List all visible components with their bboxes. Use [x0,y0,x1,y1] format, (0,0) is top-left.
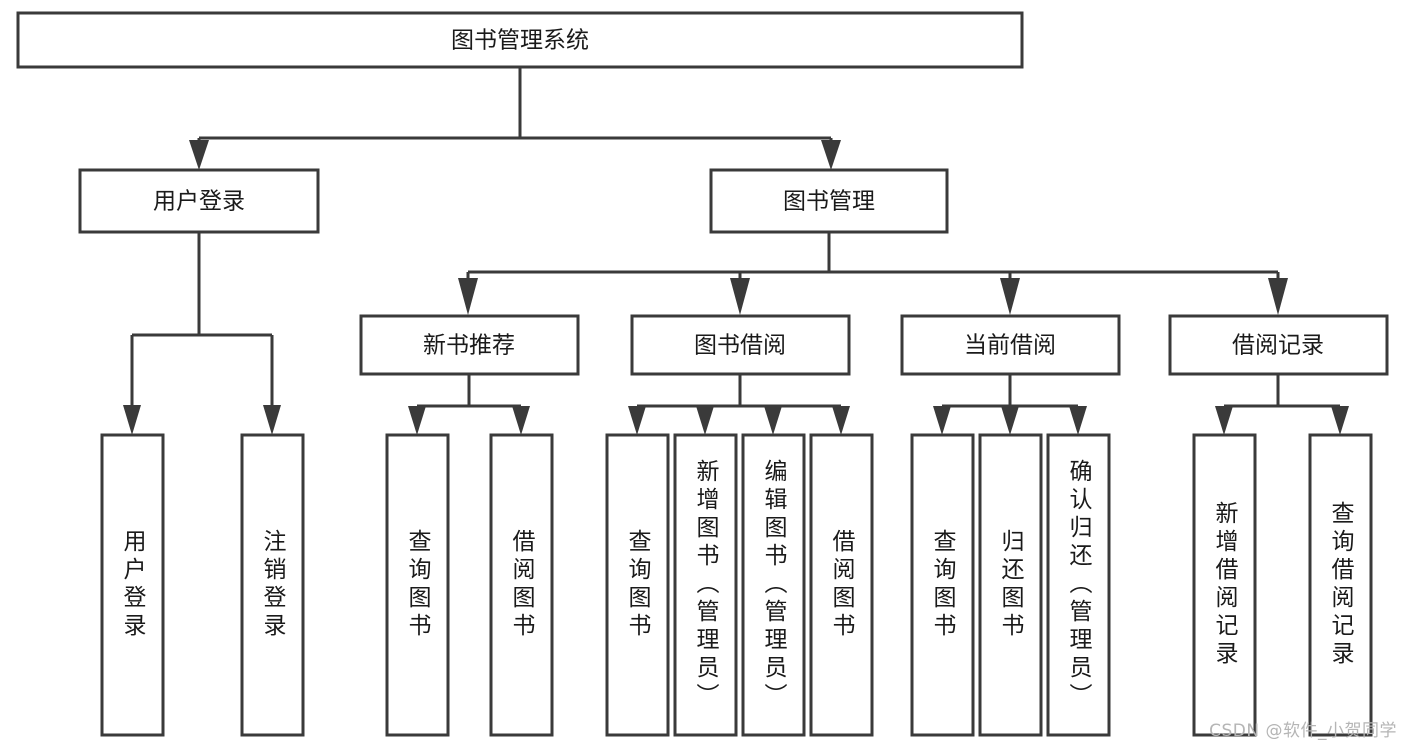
node-user-login[interactable]: 用户登录 [78,168,320,234]
arrow-head-icon [1001,406,1019,435]
arrow-head-icon [821,140,841,170]
arrow-head-icon [458,278,478,315]
leaf-node-label: 新增借阅记录 [1211,501,1239,669]
arrow-head-icon [1331,406,1349,435]
connector-current-borrow-to-leaves [933,374,1087,435]
node-book-management[interactable]: 图书管理 [709,168,949,234]
connector-new-book-recommend-to-leaves [408,374,530,435]
leaf-node-box [673,433,738,737]
node-new-book-recommend[interactable]: 新书推荐 [359,314,580,376]
level2-node-label: 用户登录 [153,189,245,215]
leaf-node-query-book-current[interactable]: 查询图书 [910,433,975,737]
connector-book-borrow-to-leaves [628,374,850,435]
root-node-box [16,11,1024,69]
level3-node-box [359,314,580,376]
leaf-node-box [741,433,806,737]
leaf-node-label: 查询借阅记录 [1327,501,1355,669]
arrow-head-icon [730,278,750,315]
connector-borrow-record-to-leaves [1215,374,1349,435]
arrow-head-icon [696,406,714,435]
node-book-borrow[interactable]: 图书借阅 [630,314,851,376]
leaf-node-box [978,433,1043,737]
leaf-node-add-borrow-record[interactable]: 新增借阅记录 [1192,433,1257,737]
leaf-node-edit-book-admin[interactable]: 编辑图书（管理员） [741,433,806,737]
level3-node-label: 图书借阅 [694,333,786,359]
arrow-head-icon [933,406,951,435]
connector-root-to-level2 [189,67,841,170]
level3-node-box [1168,314,1389,376]
leaf-node-label: 用户登录 [119,529,147,641]
leaf-node-label: 借阅图书 [828,529,856,641]
level2-node-box [709,168,949,234]
leaf-node-label: 查询图书 [624,529,652,641]
connector-book-management-to-level3 [458,232,1288,315]
leaf-node-return-book[interactable]: 归还图书 [978,433,1043,737]
leaf-node-label: 查询图书 [404,529,432,641]
leaf-node-query-book-recommend[interactable]: 查询图书 [385,433,450,737]
leaf-node-label: 确认归还（管理员） [1065,459,1093,711]
arrow-head-icon [1268,278,1288,315]
leaf-node-label: 注销登录 [259,529,287,641]
arrow-head-icon [123,405,141,435]
root-node-label: 图书管理系统 [451,28,589,54]
leaf-node-borrow-book-recommend[interactable]: 借阅图书 [489,433,554,737]
arrow-head-icon [1069,406,1087,435]
leaf-node-label: 编辑图书（管理员） [760,459,788,711]
arrow-head-icon [832,406,850,435]
leaf-node-box [489,433,554,737]
leaf-node-box [1192,433,1257,737]
leaf-node-box [1046,433,1111,737]
leaf-node-logout[interactable]: 注销登录 [240,433,305,737]
leaf-node-box [385,433,450,737]
leaf-node-label: 查询图书 [929,529,957,641]
leaf-node-query-borrow-record[interactable]: 查询借阅记录 [1308,433,1373,737]
leaf-node-label: 归还图书 [997,529,1025,641]
level3-node-box [900,314,1121,376]
arrow-head-icon [764,406,782,435]
leaf-node-borrow-book[interactable]: 借阅图书 [809,433,874,737]
level3-node-box [630,314,851,376]
leaf-node-box [240,433,305,737]
leaf-node-box [1308,433,1373,737]
node-borrow-record[interactable]: 借阅记录 [1168,314,1389,376]
level2-node-label: 图书管理 [783,189,875,215]
arrow-head-icon [1000,278,1020,315]
connector-user-login-to-leaves [123,232,281,435]
level3-node-label: 借阅记录 [1232,333,1324,359]
leaf-node-query-book-borrow[interactable]: 查询图书 [605,433,670,737]
node-current-borrow[interactable]: 当前借阅 [900,314,1121,376]
leaf-node-box [910,433,975,737]
leaf-node-box [605,433,670,737]
leaf-node-confirm-return-admin[interactable]: 确认归还（管理员） [1046,433,1111,737]
leaf-node-box [809,433,874,737]
arrow-head-icon [1215,406,1233,435]
leaf-node-label: 借阅图书 [508,529,536,641]
leaf-node-label: 新增图书（管理员） [692,459,720,711]
arrow-head-icon [263,405,281,435]
level3-node-label: 当前借阅 [964,333,1056,359]
leaf-node-user-login[interactable]: 用户登录 [100,433,165,737]
arrow-head-icon [628,406,646,435]
leaf-node-add-book-admin[interactable]: 新增图书（管理员） [673,433,738,737]
arrow-head-icon [408,406,426,435]
level3-node-label: 新书推荐 [423,333,515,359]
node-root-system[interactable]: 图书管理系统 [16,11,1024,69]
arrow-head-icon [189,140,209,170]
leaf-node-box [100,433,165,737]
csdn-watermark: CSDN @软件_小贺同学 [1209,721,1397,741]
arrow-head-icon [512,406,530,435]
